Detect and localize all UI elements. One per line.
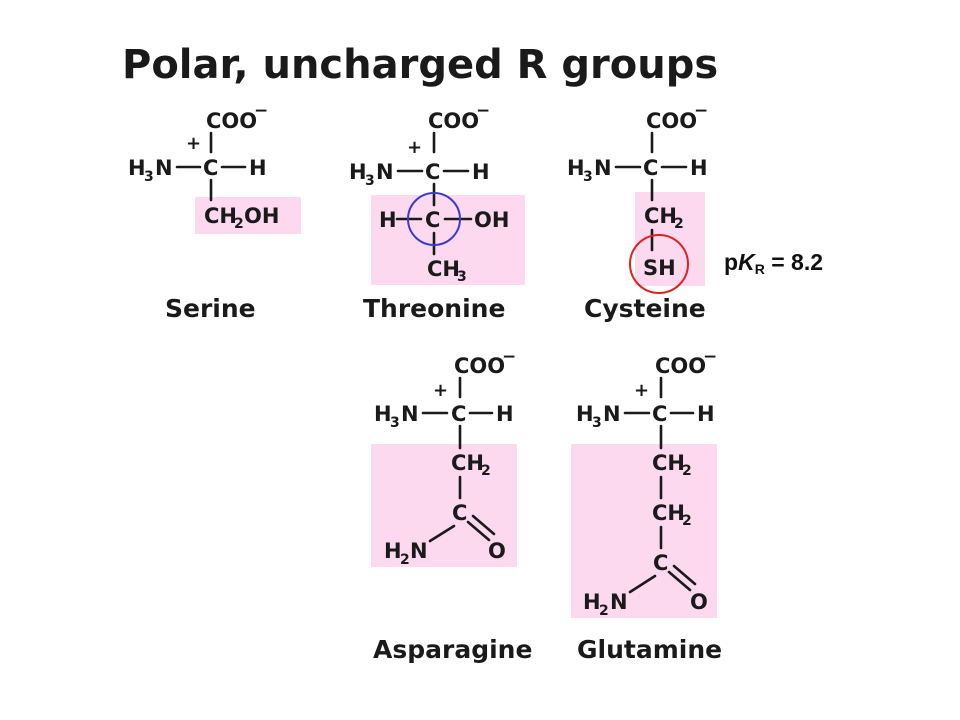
cysteine-r-group-highlight	[635, 192, 705, 286]
alpha-h: H	[496, 402, 514, 426]
alpha-carbon: C	[451, 402, 466, 426]
asparagine-name: Asparagine	[373, 635, 532, 664]
amino-h: H	[374, 402, 392, 426]
pkr-value: = 8.2	[765, 249, 823, 275]
r-ch3: CH	[427, 257, 460, 281]
asparagine-r-group-highlight	[371, 444, 517, 567]
amino-subscript: 3	[365, 173, 375, 189]
charge-plus: +	[433, 380, 448, 401]
charge-minus: −	[502, 347, 516, 367]
r-amide-h: H	[583, 590, 601, 614]
r-amide-n: N	[410, 539, 428, 563]
r-ch2-sub: 2	[234, 216, 244, 232]
r-amide-h-sub: 2	[599, 603, 609, 619]
carboxylate-label: COO	[428, 109, 479, 133]
pkr-p: p	[724, 249, 738, 275]
r-ch2-b-sub: 2	[682, 513, 692, 529]
threonine-chiral-circle	[407, 192, 461, 246]
amino-h: H	[567, 156, 585, 180]
carboxylate-label: COO	[454, 354, 505, 378]
alpha-carbon: C	[203, 156, 218, 180]
glutamine-structure: COO − + H 3 N C H CH 2 CH 2 C H 2 N O	[571, 347, 717, 619]
alpha-h: H	[472, 160, 490, 184]
asparagine-structure: COO − + H 3 N C H CH 2 C H 2 N O	[371, 347, 517, 568]
amino-subscript: 3	[390, 415, 400, 431]
r-ch2: CH	[644, 204, 677, 228]
serine-r-group-highlight	[195, 197, 301, 234]
charge-minus: −	[703, 347, 717, 367]
threonine-structure: COO − + H 3 N C H H C OH CH 3	[349, 101, 525, 285]
charge-minus: −	[254, 101, 268, 121]
carboxylate-label: COO	[206, 109, 257, 133]
r-oh: OH	[244, 204, 279, 228]
carboxylate-label: COO	[655, 354, 706, 378]
r-amide-carbon: C	[452, 501, 467, 525]
amino-subscript: 3	[592, 415, 602, 431]
charge-minus: −	[476, 101, 490, 121]
r-amide-o: O	[690, 590, 708, 614]
alpha-h: H	[249, 156, 267, 180]
alpha-carbon: C	[652, 402, 667, 426]
r-amide-n: N	[610, 590, 628, 614]
cysteine-name: Cysteine	[584, 294, 706, 323]
charge-minus: −	[694, 101, 708, 121]
r-amide-o: O	[488, 539, 506, 563]
r-ch2-sub: 2	[674, 216, 684, 232]
amino-n: N	[401, 402, 419, 426]
r-h: H	[379, 208, 397, 232]
alpha-carbon: C	[425, 160, 440, 184]
amino-h: H	[576, 402, 594, 426]
glutamine-name: Glutamine	[577, 635, 722, 664]
r-ch2-b: CH	[652, 501, 685, 525]
charge-plus: +	[186, 133, 201, 154]
r-sh: SH	[643, 256, 676, 280]
pkr-subscript: R	[755, 261, 765, 277]
alpha-h: H	[690, 156, 708, 180]
r-ch3-sub: 3	[457, 269, 467, 285]
threonine-name: Threonine	[363, 294, 505, 323]
cysteine-thiol-circle	[629, 234, 689, 294]
carboxylate-label: COO	[646, 109, 697, 133]
amino-h: H	[128, 156, 146, 180]
serine-structure: COO − + H 3 N C H CH 2 OH	[128, 101, 301, 234]
cysteine-structure: COO − H 3 N C H CH 2 SH	[567, 101, 708, 294]
r-ch2-a-sub: 2	[682, 463, 692, 479]
charge-plus: +	[634, 380, 649, 401]
alpha-carbon: C	[643, 156, 658, 180]
r-ch2-sub: 2	[481, 463, 491, 479]
alpha-h: H	[697, 402, 715, 426]
r-ch2: CH	[204, 204, 237, 228]
amino-subscript: 3	[583, 169, 593, 185]
pkr-k: K	[738, 249, 756, 275]
page-title: Polar, uncharged R groups	[122, 42, 718, 88]
r-amide-h-sub: 2	[400, 552, 410, 568]
amino-n: N	[155, 156, 173, 180]
r-ch2-a: CH	[652, 451, 685, 475]
amino-subscript: 3	[144, 169, 154, 185]
r-amide-h: H	[384, 539, 402, 563]
amino-n: N	[376, 160, 394, 184]
amino-h: H	[349, 160, 367, 184]
r-ch2: CH	[451, 451, 484, 475]
r-oh: OH	[474, 208, 509, 232]
charge-plus: +	[407, 137, 422, 158]
r-amide-carbon: C	[653, 551, 668, 575]
amino-n: N	[594, 156, 612, 180]
serine-name: Serine	[165, 294, 256, 323]
glutamine-r-group-highlight	[571, 444, 717, 618]
r-beta-carbon: C	[425, 208, 440, 232]
pkr-label: pKR = 8.2	[724, 249, 823, 277]
amino-n: N	[603, 402, 621, 426]
